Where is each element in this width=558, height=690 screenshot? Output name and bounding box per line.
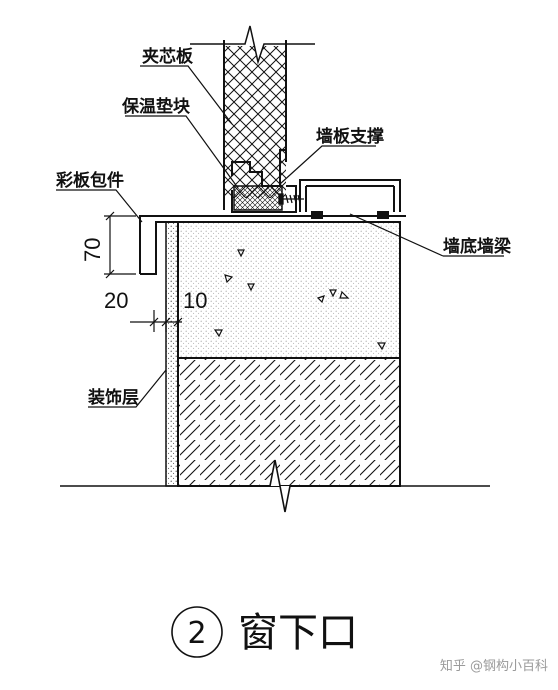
detail-title: 窗下口	[238, 610, 358, 656]
label-insulation-block: 保温垫块	[121, 96, 191, 117]
dimension-70	[104, 211, 136, 279]
watermark: 知乎 @钢构小百科	[440, 658, 548, 674]
break-symbol	[190, 25, 315, 65]
wall-panel-support	[231, 149, 297, 213]
label-sandwich-panel: 夹芯板	[142, 46, 194, 67]
sandwich-panel	[190, 25, 315, 210]
concrete-beam	[177, 221, 401, 359]
detail-marker: 2	[171, 606, 223, 658]
insulation-block	[233, 185, 283, 211]
dimension-10-text: 10	[183, 288, 207, 313]
dimension-20-10	[130, 290, 183, 332]
label-color-steel-flashing: 彩板包件	[55, 170, 124, 191]
label-wall-panel-support: 墙板支撑	[316, 126, 384, 147]
dimension-70-text: 70	[80, 238, 105, 262]
dimension-20-text: 20	[104, 288, 128, 313]
masonry-wall	[177, 357, 401, 487]
ground-break-line	[60, 459, 490, 513]
wall-bottom-beam	[296, 179, 406, 219]
label-decorative-layer: 装饰层	[87, 387, 139, 408]
decorative-layer	[165, 221, 179, 487]
leader-lines	[56, 65, 504, 408]
detail-number: 2	[187, 616, 206, 651]
label-wall-bottom-beam: 墙底墙梁	[443, 236, 512, 257]
